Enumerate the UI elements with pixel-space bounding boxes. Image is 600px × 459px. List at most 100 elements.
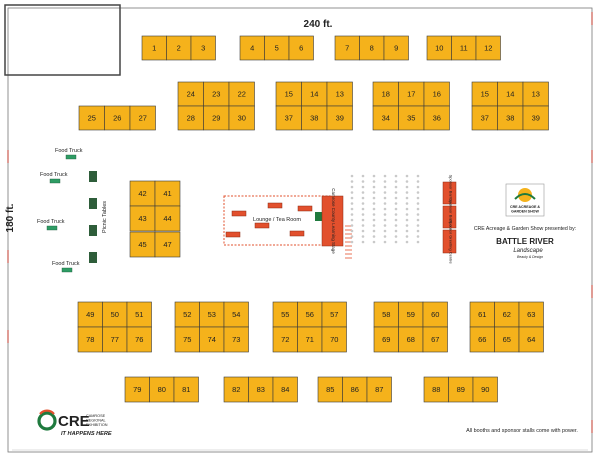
- width-label: 240 ft.: [304, 19, 333, 30]
- booth-box: [77, 301, 103, 328]
- booth: 52: [174, 301, 200, 328]
- seat: [361, 191, 365, 194]
- booth-box: [522, 81, 549, 107]
- booth: 78: [77, 326, 103, 353]
- booth: 4: [239, 35, 265, 61]
- booth: 56: [297, 301, 323, 328]
- booth: 50: [102, 301, 128, 328]
- booth: 42: [129, 180, 156, 207]
- booth-number: 49: [86, 310, 94, 319]
- booth: 18: [372, 81, 399, 107]
- sponsor-caption: CRE Acreage & Garden Show presented by:: [474, 226, 576, 232]
- seat: [361, 240, 365, 244]
- booth-number: 85: [326, 385, 334, 394]
- booth-number: 47: [163, 240, 171, 249]
- booth-box: [321, 326, 347, 353]
- booth-number: 26: [113, 114, 121, 123]
- seat: [405, 229, 409, 233]
- booth: 79: [124, 376, 150, 403]
- booth-number: 54: [232, 310, 240, 319]
- booth-number: 18: [382, 90, 390, 99]
- booth-number: 6: [299, 44, 303, 53]
- booth-number: 67: [431, 335, 439, 344]
- booth-box: [297, 326, 323, 353]
- booth-box: [154, 180, 181, 207]
- booth-number: 37: [285, 114, 293, 123]
- booth-number: 39: [532, 114, 540, 123]
- seat: [405, 196, 409, 200]
- booth-box: [129, 105, 156, 131]
- booth-box: [342, 376, 368, 403]
- cre-slogan: IT HAPPENS HERE: [61, 431, 112, 437]
- booth-number: 71: [306, 335, 314, 344]
- seat: [383, 207, 387, 211]
- booth-box: [398, 326, 424, 353]
- food-truck-label: Food Truck: [40, 172, 68, 178]
- booth-box: [272, 301, 298, 328]
- cre-logo-line2: REGIONAL: [86, 419, 106, 423]
- show-badge: CRE ACREAGE & GARDEN SHOW: [505, 183, 545, 217]
- booth: 15: [471, 81, 498, 107]
- booth-box: [190, 35, 216, 61]
- booth-box: [223, 326, 249, 353]
- booth: 83: [248, 376, 274, 403]
- booth: 62: [494, 301, 520, 328]
- lounge-label: Lounge / Tea Room: [253, 217, 301, 223]
- booth-box: [297, 301, 323, 328]
- seat: [416, 191, 420, 194]
- seat: [350, 235, 354, 238]
- seat: [372, 224, 376, 227]
- booth-number: 22: [238, 90, 246, 99]
- booth: 9: [383, 35, 409, 61]
- badge-leaf-icon: [514, 193, 536, 200]
- booth-number: 45: [138, 240, 146, 249]
- cre-logo: CRE CAMROSE REGIONAL EXHIBITION IT HAPPE…: [37, 409, 112, 437]
- seat: [394, 224, 398, 227]
- seat: [361, 229, 365, 233]
- booth: 29: [203, 105, 230, 131]
- sponsor-logo: BATTLE RIVER Landscape Beauty & Design: [496, 237, 554, 259]
- seat: [383, 196, 387, 200]
- seat: [361, 196, 365, 200]
- seat: [350, 213, 354, 216]
- seat: [383, 191, 387, 194]
- booth-box: [426, 35, 452, 61]
- booth-number: 82: [232, 385, 240, 394]
- booth-number: 4: [250, 44, 254, 53]
- lounge-area: Lounge / Tea Room: [223, 195, 331, 246]
- booth: 1: [141, 35, 167, 61]
- seat: [372, 240, 376, 244]
- booth-box: [173, 376, 199, 403]
- booth-box: [166, 35, 192, 61]
- booth-number: 75: [183, 335, 191, 344]
- booth: 30: [228, 105, 255, 131]
- seat: [350, 202, 354, 205]
- booth-box: [129, 205, 156, 232]
- booth: 80: [149, 376, 175, 403]
- seat: [405, 202, 409, 205]
- booth-number: 10: [435, 44, 443, 53]
- booth: 74: [199, 326, 225, 353]
- booth-number: 43: [138, 214, 146, 223]
- booth: 14: [497, 81, 524, 107]
- booth: 6: [288, 35, 314, 61]
- booth-box: [223, 376, 249, 403]
- booth: 81: [173, 376, 199, 403]
- booth: 8: [359, 35, 385, 61]
- booth: 14: [301, 81, 328, 107]
- seat: [361, 174, 365, 178]
- seat: [405, 191, 409, 194]
- seat: [372, 229, 376, 233]
- seat: [350, 207, 354, 211]
- booth: 73: [223, 326, 249, 353]
- booth-number: 16: [433, 90, 441, 99]
- seat: [405, 240, 409, 244]
- booth: 59: [398, 301, 424, 328]
- seat: [416, 218, 420, 222]
- booth-box: [149, 376, 175, 403]
- booth-box: [518, 326, 544, 353]
- booth: 39: [522, 105, 549, 131]
- seat: [383, 235, 387, 238]
- corner-room: [4, 4, 121, 76]
- seat: [405, 235, 409, 238]
